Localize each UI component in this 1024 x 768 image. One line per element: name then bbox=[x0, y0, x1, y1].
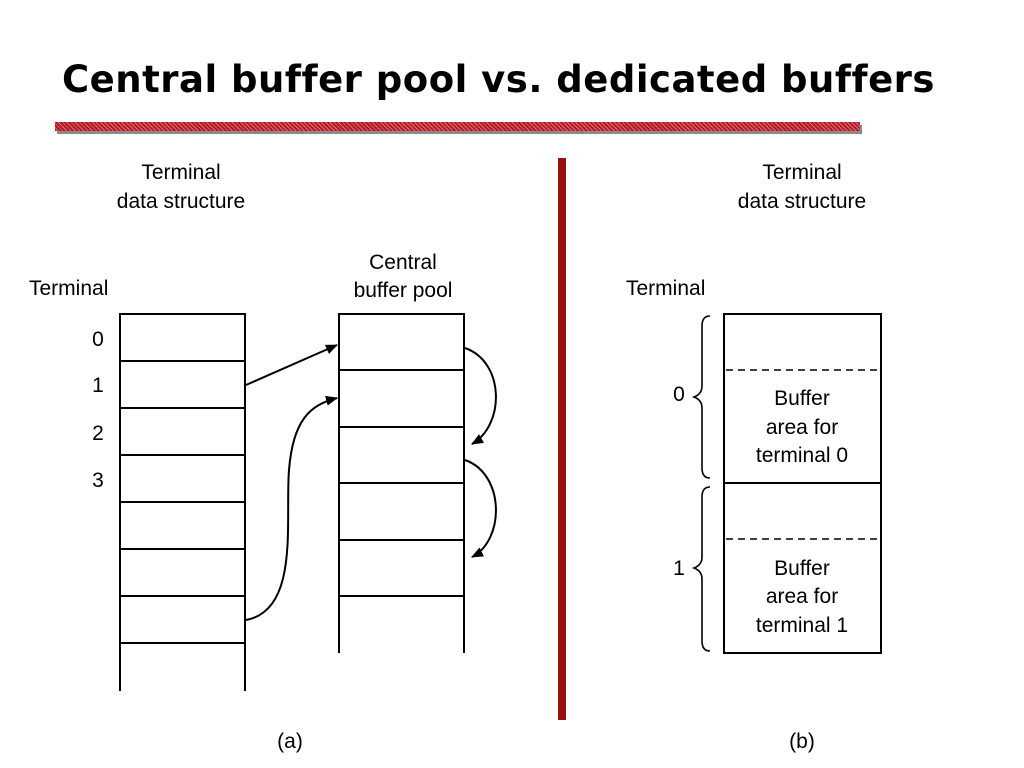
buffer-1-label-line1: Buffer bbox=[774, 557, 830, 580]
panel-a-structure-label-line1: Terminal bbox=[141, 161, 220, 184]
panel-b-structure-label-line1: Terminal bbox=[762, 161, 841, 184]
terminal-table bbox=[119, 313, 246, 691]
group-index-1: 1 bbox=[673, 557, 685, 580]
panel-a-pool-label-line1: Central bbox=[369, 251, 437, 274]
slide-title: Central buffer pool vs. dedicated buffer… bbox=[62, 58, 935, 101]
panel-a-pool-label-line2: buffer pool bbox=[354, 279, 453, 302]
buffer-1-label-line2: area for bbox=[766, 585, 838, 608]
pointer-arrows bbox=[245, 344, 497, 621]
panel-b-caption: (b) bbox=[789, 730, 815, 753]
panel-b-terminal-label: Terminal bbox=[626, 277, 705, 300]
buffer-0-label-line2: area for bbox=[766, 416, 838, 439]
arrow-pool-chain-1 bbox=[464, 347, 497, 445]
brace-terminal-0 bbox=[691, 315, 711, 479]
panel-b: Terminal data structure Terminal 0 1 Buf… bbox=[626, 161, 882, 753]
terminal-index-1: 1 bbox=[92, 374, 104, 397]
buffer-0-label-line1: Buffer bbox=[774, 387, 830, 410]
arrow-terminal-1-to-pool bbox=[245, 344, 338, 386]
buffer-0-label-line3: terminal 0 bbox=[756, 444, 848, 467]
panel-a-structure-label-line2: data structure bbox=[117, 190, 245, 213]
terminal-index-3: 3 bbox=[92, 469, 104, 492]
panel-a-terminal-label: Terminal bbox=[29, 277, 108, 300]
buffer-1-label-line3: terminal 1 bbox=[756, 614, 848, 637]
arrow-terminal-row-to-pool bbox=[245, 395, 338, 621]
panel-b-structure-label-line2: data structure bbox=[738, 190, 866, 213]
title-underline bbox=[55, 122, 860, 131]
terminal-braces bbox=[691, 315, 711, 652]
group-index-0: 0 bbox=[673, 383, 685, 406]
buffer-pool-table bbox=[338, 313, 465, 653]
terminal-index-0: 0 bbox=[92, 328, 104, 351]
panel-divider bbox=[558, 158, 566, 720]
terminal-index-2: 2 bbox=[92, 422, 104, 445]
arrow-pool-chain-2 bbox=[464, 459, 497, 558]
panel-a-caption: (a) bbox=[277, 730, 303, 753]
panel-a: Terminal data structure Terminal Central… bbox=[29, 161, 497, 753]
dedicated-buffer-table bbox=[723, 313, 882, 654]
brace-terminal-1 bbox=[691, 486, 711, 652]
